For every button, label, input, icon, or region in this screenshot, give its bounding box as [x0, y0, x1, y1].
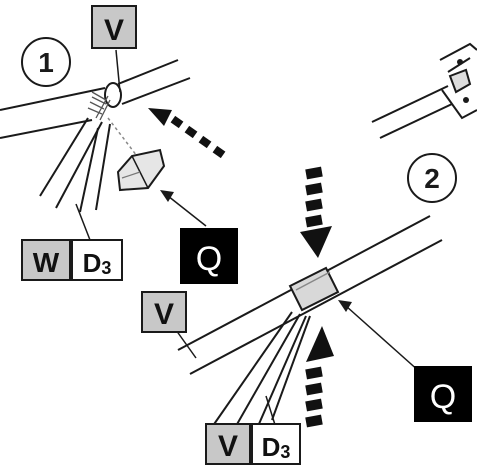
label-w-left: W [21, 239, 71, 281]
step-1-circle [21, 37, 71, 87]
step2-leader-v-mid [175, 329, 197, 359]
label-v-bottom: V [205, 423, 251, 465]
crimp-sleeve [288, 266, 340, 312]
step1-leader-q [160, 190, 207, 227]
label-q-top: Q [180, 228, 238, 284]
crimp-tool-partial [371, 42, 477, 139]
label-q-bottom: Q [414, 366, 472, 422]
step-1-group: 1 [0, 37, 226, 241]
label-d3-left: D3 [71, 239, 123, 281]
step2-leader-vd [265, 395, 277, 429]
step1-bare-strands [87, 91, 111, 121]
step1-leader-wd [75, 203, 91, 241]
step1-leader-v [115, 49, 121, 93]
step2-leader-q [338, 300, 421, 373]
step2-arrow-down [300, 166, 332, 258]
svg-text:V: V [154, 298, 174, 331]
label-v-top: V [91, 5, 137, 49]
step1-dashed-arrow [148, 108, 226, 159]
svg-text:V: V [218, 430, 238, 463]
step2-branch-wires [209, 311, 311, 441]
step2-arrow-up [305, 326, 334, 428]
step1-branch-wire [39, 117, 111, 213]
label-d3-bottom: D3 [251, 423, 301, 465]
step1-guide-dotted [107, 117, 141, 161]
step-2-group: 2 [175, 153, 457, 441]
svg-text:Q: Q [196, 240, 222, 278]
step-2-number: 2 [424, 163, 440, 194]
svg-text:W: W [33, 247, 60, 278]
label-v-mid: V [141, 291, 187, 333]
svg-text:Q: Q [430, 378, 456, 416]
svg-text:V: V [104, 14, 124, 47]
step-1-number: 1 [38, 47, 54, 78]
step-2-circle [407, 153, 457, 203]
clip-part [116, 148, 166, 192]
